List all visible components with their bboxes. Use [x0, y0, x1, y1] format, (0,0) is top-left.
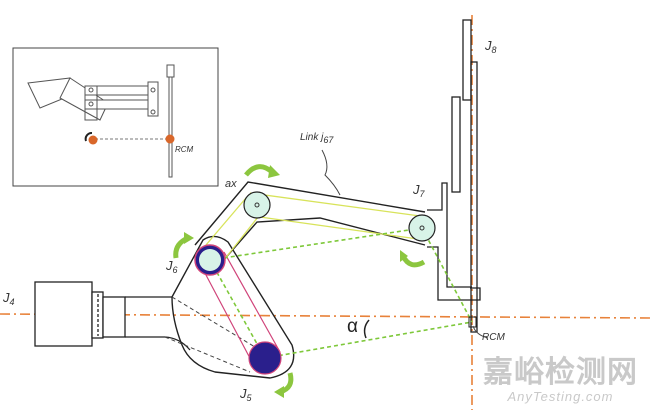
j4-base — [34, 281, 191, 351]
ax-pulley — [243, 191, 271, 219]
j5-j6-link-body — [171, 235, 295, 379]
j7-label-main: J — [413, 182, 420, 197]
watermark: 嘉峪检测网 AnyTesting.com — [483, 356, 638, 405]
j4-label-sub: 4 — [9, 297, 15, 307]
ax-label: ax — [225, 178, 237, 190]
yellow-belt — [199, 192, 426, 266]
j7-pulley — [408, 214, 436, 242]
link-label-main: Link j — [300, 132, 324, 143]
rcm-leader — [472, 325, 489, 339]
j4-label-main: J — [3, 290, 10, 305]
rcm-point — [468, 316, 477, 328]
j8-label: J8 — [485, 38, 497, 55]
pink-belt — [196, 251, 281, 363]
j6-label-main: J — [166, 258, 173, 273]
j5-label-main: J — [240, 386, 247, 401]
construction-lines — [209, 227, 473, 359]
link-j67-label: Link j67 — [300, 132, 333, 145]
j8-slider — [427, 19, 481, 333]
link-leader — [321, 149, 341, 196]
j8-label-main: J — [485, 38, 492, 53]
rcm-label: RCM — [482, 332, 505, 343]
j6-label: J6 — [166, 258, 178, 275]
hidden-edge — [164, 336, 251, 373]
alpha-arc — [363, 319, 370, 339]
j6-label-sub: 6 — [172, 265, 178, 275]
j4-label: J4 — [3, 290, 15, 307]
watermark-cn: 嘉峪检测网 — [483, 356, 638, 389]
watermark-en: AnyTesting.com — [507, 389, 614, 404]
inset-rcm-label: RCM — [175, 145, 194, 154]
link-j67-body — [194, 181, 426, 263]
j8-label-sub: 8 — [491, 45, 497, 55]
rotation-arrows — [173, 164, 426, 395]
ax-rotation-arrow — [244, 164, 274, 177]
j5-label-sub: 5 — [246, 393, 252, 403]
j7-label-sub: 7 — [419, 189, 425, 199]
inset-overview — [12, 47, 219, 187]
j7-label: J7 — [413, 182, 425, 199]
hidden-edge — [171, 296, 261, 351]
j5-label: J5 — [240, 386, 252, 403]
j5-pulley — [248, 341, 282, 375]
link-label-sub: 67 — [323, 135, 334, 145]
alpha-label: α — [347, 316, 358, 337]
j6-pulley — [199, 249, 221, 271]
